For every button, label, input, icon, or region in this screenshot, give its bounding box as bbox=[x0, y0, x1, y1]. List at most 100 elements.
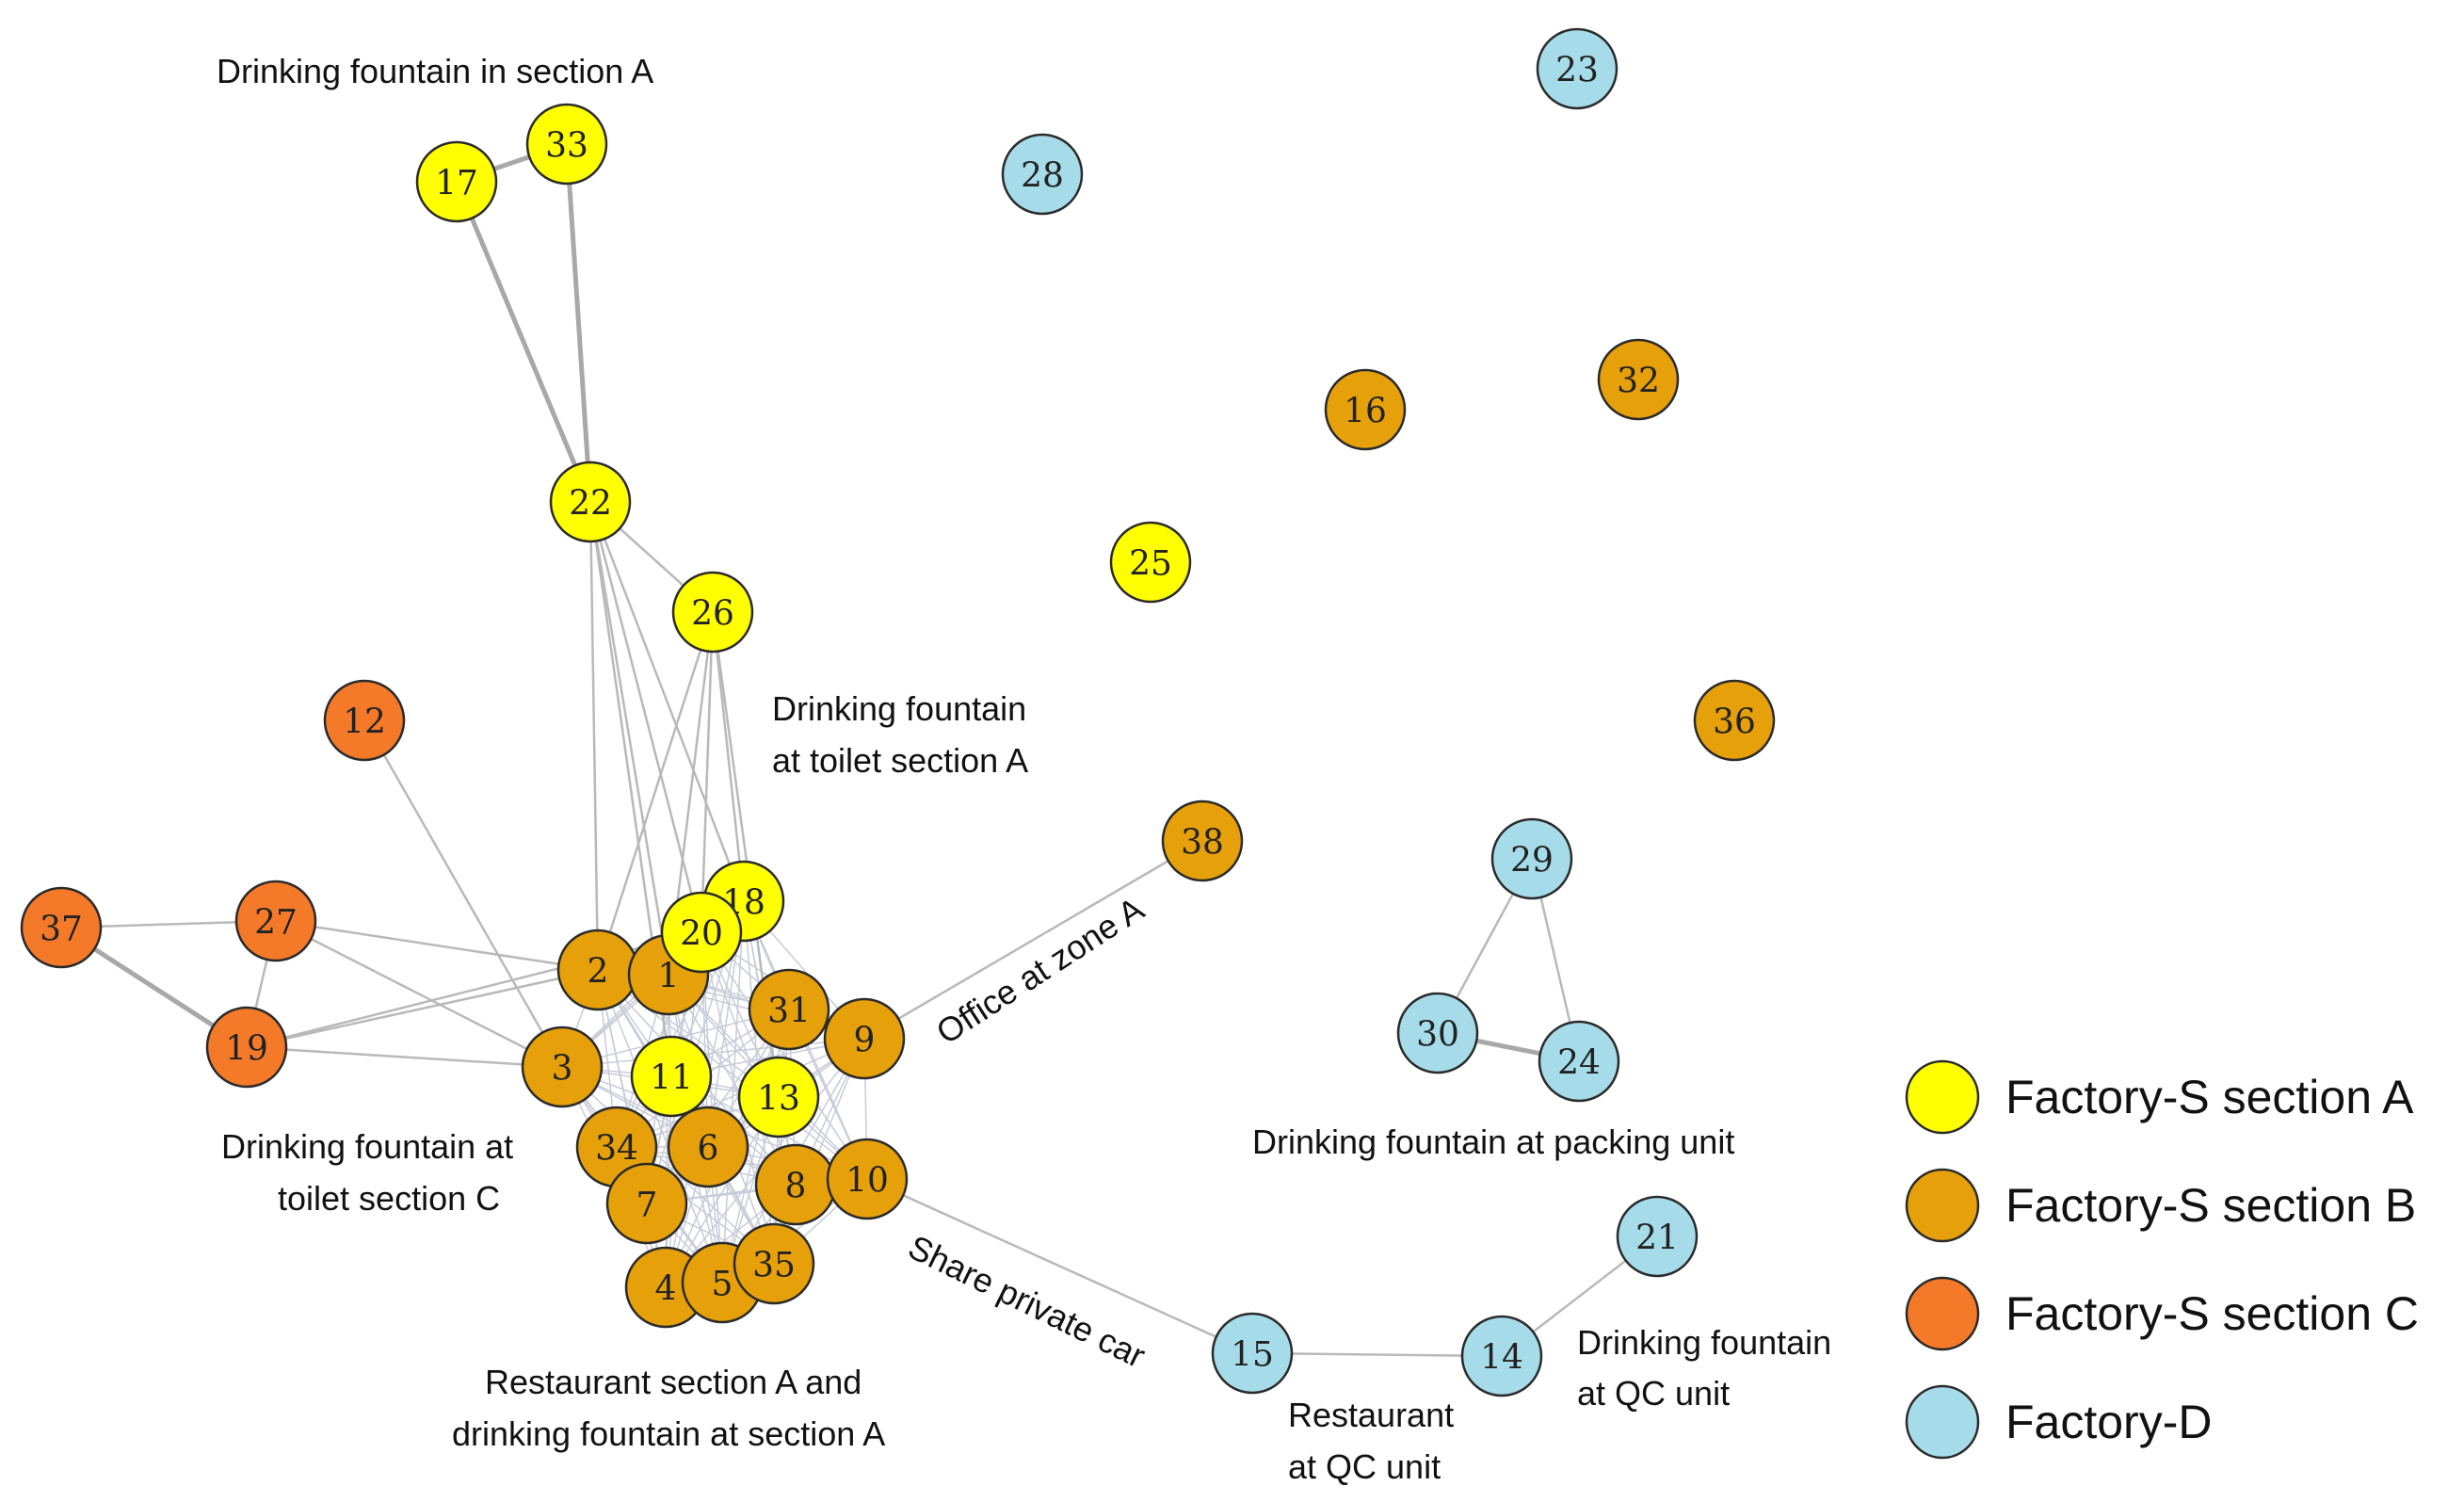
annotation-drinking-fountain-toilet-a-line2: at toilet section A bbox=[772, 741, 1028, 780]
node-13: 13 bbox=[737, 1056, 820, 1139]
node-2: 2 bbox=[556, 929, 639, 1011]
node-label-10: 10 bbox=[845, 1162, 889, 1201]
node-label-33: 33 bbox=[545, 127, 588, 166]
node-label-29: 29 bbox=[1510, 842, 1554, 880]
node-label-22: 22 bbox=[569, 485, 612, 524]
edge-26-18 bbox=[711, 611, 746, 902]
edges bbox=[59, 141, 1658, 1358]
legend-label-factory-d: Factory-D bbox=[2005, 1396, 2212, 1448]
node-circle-24 bbox=[1538, 1020, 1620, 1103]
legend-swatch-section-c bbox=[1905, 1276, 1980, 1351]
node-label-12: 12 bbox=[343, 703, 386, 742]
annotation-drinking-fountain-qc-line1: Drinking fountain bbox=[1577, 1323, 1831, 1362]
node-label-13: 13 bbox=[757, 1080, 800, 1119]
node-8: 8 bbox=[754, 1143, 837, 1226]
edge-33-22 bbox=[564, 143, 593, 503]
node-label-23: 23 bbox=[1555, 52, 1599, 90]
node-35: 35 bbox=[733, 1222, 815, 1305]
edge-26-2 bbox=[596, 611, 715, 971]
annotation-drinking-fountain-toilet-c-line2: toilet section C bbox=[278, 1179, 500, 1218]
node-label-32: 32 bbox=[1617, 363, 1660, 401]
node-label-3: 3 bbox=[552, 1050, 573, 1089]
edge-26-20 bbox=[700, 611, 715, 933]
annotation-restaurant-qc-line1: Restaurant bbox=[1288, 1396, 1454, 1434]
node-17: 17 bbox=[415, 140, 498, 223]
node-label-7: 7 bbox=[636, 1187, 658, 1225]
annotation-drinking-fountain-qc-line2: at QC unit bbox=[1577, 1374, 1730, 1413]
node-23: 23 bbox=[1536, 27, 1619, 110]
node-circle-15 bbox=[1211, 1312, 1294, 1395]
node-label-38: 38 bbox=[1181, 824, 1224, 863]
legend-swatch-section-b bbox=[1905, 1168, 1980, 1243]
legend-swatch-factory-d bbox=[1905, 1384, 1980, 1460]
node-label-17: 17 bbox=[435, 165, 478, 203]
node-circle-9 bbox=[823, 997, 906, 1080]
node-label-19: 19 bbox=[225, 1030, 268, 1069]
node-37: 37 bbox=[20, 886, 103, 969]
legend-label-section-a: Factory-S section A bbox=[2005, 1071, 2414, 1123]
edge-22-18 bbox=[588, 501, 746, 902]
legend-label-section-b: Factory-S section B bbox=[2005, 1179, 2416, 1232]
node-circle-31 bbox=[748, 968, 830, 1051]
node-6: 6 bbox=[667, 1106, 749, 1188]
legend-swatch-section-a bbox=[1905, 1059, 1980, 1135]
node-19: 19 bbox=[205, 1006, 288, 1089]
node-20: 20 bbox=[660, 891, 743, 974]
edge-22-1 bbox=[588, 501, 670, 976]
node-label-11: 11 bbox=[650, 1059, 693, 1098]
node-27: 27 bbox=[234, 880, 317, 962]
node-circle-10 bbox=[826, 1138, 909, 1220]
node-circle-27 bbox=[234, 880, 317, 962]
node-circle-12 bbox=[323, 679, 406, 762]
node-label-20: 20 bbox=[680, 915, 723, 954]
node-3: 3 bbox=[521, 1026, 604, 1108]
node-label-26: 26 bbox=[691, 595, 734, 634]
node-circle-22 bbox=[549, 460, 632, 543]
node-36: 36 bbox=[1693, 679, 1776, 762]
node-label-34: 34 bbox=[595, 1130, 638, 1169]
node-30: 30 bbox=[1396, 992, 1479, 1074]
edge-17-22 bbox=[454, 181, 593, 503]
edge-22-20 bbox=[588, 501, 703, 933]
node-28: 28 bbox=[1001, 133, 1084, 216]
node-circle-14 bbox=[1460, 1315, 1543, 1397]
node-circle-20 bbox=[660, 891, 743, 974]
node-label-37: 37 bbox=[40, 911, 83, 949]
node-31: 31 bbox=[748, 968, 830, 1051]
edge-2-5 bbox=[597, 969, 723, 1284]
node-circle-37 bbox=[20, 886, 103, 969]
annotation-office-zone-a: Office at zone A bbox=[929, 889, 1151, 1051]
node-circle-16 bbox=[1324, 368, 1407, 451]
node-29: 29 bbox=[1490, 817, 1573, 900]
node-label-4: 4 bbox=[655, 1270, 677, 1309]
node-26: 26 bbox=[671, 571, 754, 654]
node-12: 12 bbox=[323, 679, 406, 762]
node-circle-28 bbox=[1001, 133, 1084, 216]
node-label-30: 30 bbox=[1416, 1016, 1459, 1055]
legend: Factory-S section A Factory-S section B … bbox=[1905, 1059, 2419, 1460]
node-label-25: 25 bbox=[1129, 545, 1172, 584]
node-circle-3 bbox=[521, 1026, 604, 1108]
annotation-drinking-fountain-toilet-a-line1: Drinking fountain bbox=[772, 689, 1026, 728]
annotation-drinking-fountain-section-a: Drinking fountain in section A bbox=[217, 52, 653, 90]
node-circle-30 bbox=[1396, 992, 1479, 1074]
annotation-drinking-fountain-packing: Drinking fountain at packing unit bbox=[1252, 1122, 1734, 1161]
node-label-31: 31 bbox=[767, 993, 811, 1031]
node-10: 10 bbox=[826, 1138, 909, 1220]
node-circle-29 bbox=[1490, 817, 1573, 900]
node-label-27: 27 bbox=[254, 904, 298, 943]
node-circle-32 bbox=[1597, 338, 1680, 421]
node-circle-36 bbox=[1693, 679, 1776, 762]
node-circle-35 bbox=[733, 1222, 815, 1305]
node-circle-38 bbox=[1161, 799, 1244, 882]
node-circle-6 bbox=[667, 1106, 749, 1188]
annotation-share-private-car: Share private car bbox=[902, 1227, 1151, 1375]
node-circle-23 bbox=[1536, 27, 1619, 110]
node-label-15: 15 bbox=[1231, 1336, 1274, 1375]
node-32: 32 bbox=[1597, 338, 1680, 421]
annotation-restaurant-section-a-line2: drinking fountain at section A bbox=[452, 1414, 885, 1453]
node-7: 7 bbox=[605, 1162, 688, 1245]
node-circle-26 bbox=[671, 571, 754, 654]
edge-22-2 bbox=[588, 501, 600, 971]
node-circle-7 bbox=[605, 1162, 688, 1245]
